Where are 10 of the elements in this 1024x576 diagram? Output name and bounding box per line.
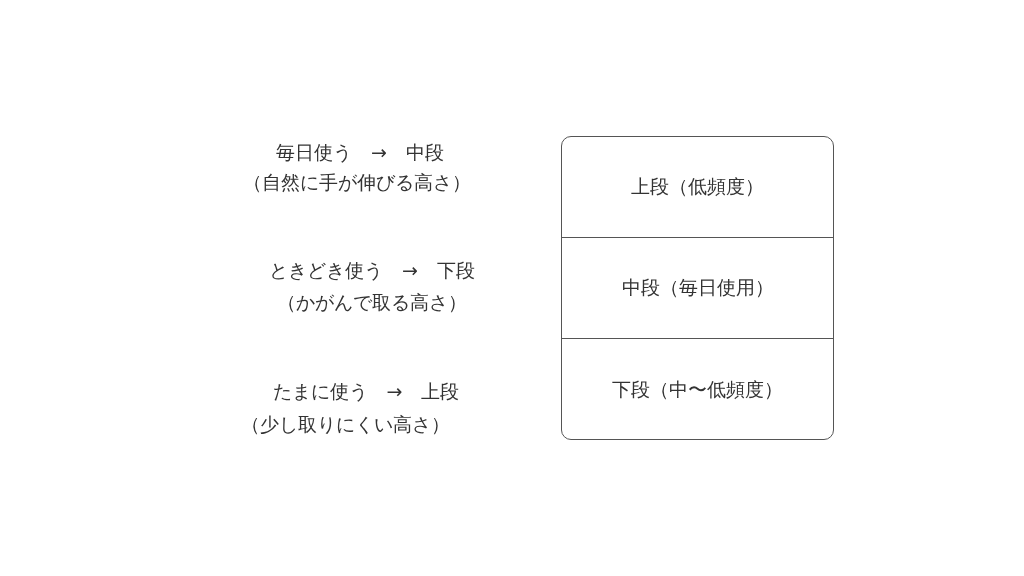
note-text: ときどき使う → 下段	[269, 258, 475, 282]
note-text: たまに使う → 上段	[272, 379, 460, 403]
note-text: 毎日使う → 中段	[276, 140, 444, 164]
note-text: （少し取りにくい高さ）	[240, 412, 450, 436]
note-text: （かがんで取る高さ）	[277, 290, 467, 314]
shelf-box	[561, 136, 834, 440]
shelf-section: 中段（毎日使用）	[562, 237, 833, 338]
shelf-section: 上段（低頻度）	[562, 137, 833, 237]
shelf-section: 下段（中〜低頻度）	[562, 338, 833, 439]
note-text: （自然に手が伸びる高さ）	[243, 170, 471, 194]
